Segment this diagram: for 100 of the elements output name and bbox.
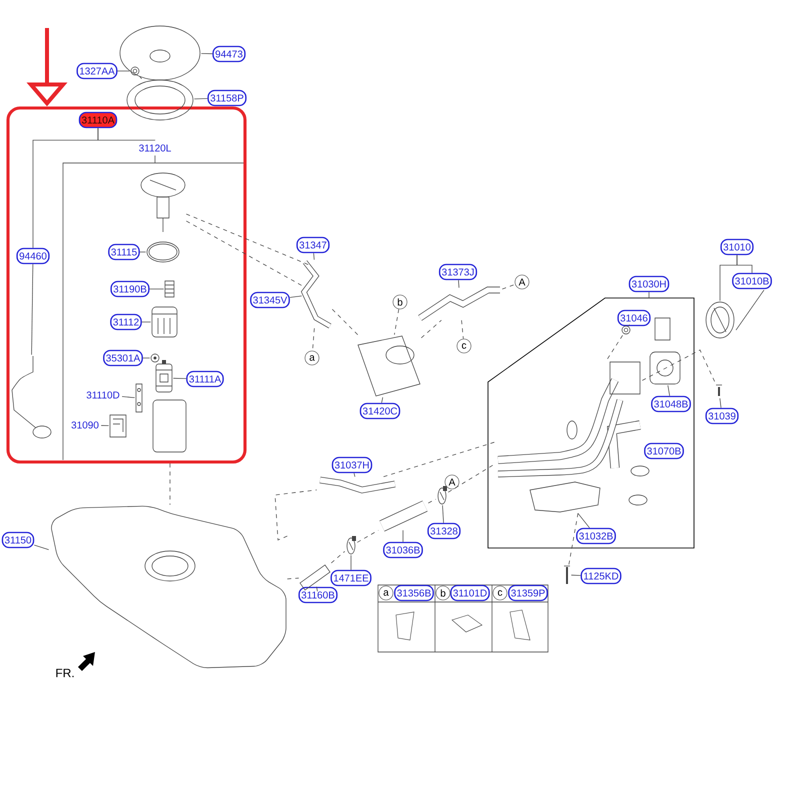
reference-letter: A — [514, 274, 530, 290]
part-number-callout: 31070B — [644, 442, 684, 460]
fuel-cap-drawing — [706, 302, 734, 338]
part-number-callout: 31048B — [651, 396, 691, 412]
leader-line — [442, 504, 444, 524]
leader-line — [316, 586, 318, 592]
leader-line — [461, 320, 464, 340]
screw-drawing — [716, 384, 722, 396]
reference-letter: b — [392, 294, 408, 310]
leader-line — [458, 280, 460, 288]
part-number-callout: 31345V — [250, 292, 290, 308]
part-number-callout: 1327AA — [76, 62, 118, 80]
part-number-callout: 31010 — [720, 238, 754, 256]
valve-drawing — [164, 280, 174, 298]
leader-line — [332, 308, 358, 336]
leader-line — [274, 490, 318, 540]
leader-line — [568, 512, 578, 566]
ring-drawing — [126, 80, 194, 120]
highlight-frame — [6, 106, 247, 464]
leader-line — [330, 551, 346, 564]
lid-drawing — [120, 26, 200, 80]
part-number-callout: 31032B — [576, 528, 616, 544]
part-number-callout: 31158P — [207, 90, 247, 106]
reference-letter: c — [456, 338, 472, 354]
leader-line — [313, 252, 315, 260]
part-number-callout: 31160B — [298, 586, 338, 604]
grommet-drawing — [622, 326, 630, 334]
leader-line — [350, 554, 352, 570]
part-number-callout: 31110A — [78, 112, 118, 128]
part-number-callout: 31030H — [628, 276, 670, 292]
pump-flange-drawing — [140, 172, 186, 232]
leader-line — [149, 288, 164, 290]
leader-line — [628, 324, 630, 326]
o-ring-drawing — [146, 242, 180, 262]
leader-line — [642, 350, 716, 384]
level-sender-drawing — [12, 356, 52, 438]
tether-drawing — [736, 290, 764, 330]
leader-line — [194, 98, 208, 100]
leader-line — [356, 530, 379, 543]
leader-line — [31, 264, 34, 356]
leader-line — [286, 578, 300, 580]
leader-line — [117, 70, 130, 72]
reference-letter: A — [444, 474, 460, 490]
leader-line — [502, 284, 516, 290]
part-number-callout: 94460 — [16, 248, 50, 264]
part-number-callout: 31037H — [332, 456, 372, 474]
part-number-callout: 1125KD — [580, 568, 622, 584]
part-number-callout: 31112 — [110, 314, 142, 330]
part-number-callout: 31115 — [108, 244, 140, 260]
part-number-callout: 31190B — [110, 280, 150, 298]
leader-line — [186, 214, 312, 266]
part-number-callout: 31150 — [2, 532, 34, 548]
leader-line — [290, 296, 302, 298]
fuel-pump-drawing — [156, 360, 172, 392]
part-number-callout: 31328 — [427, 522, 461, 540]
part-number-callout: 31046 — [617, 310, 651, 326]
hose-clamp-drawing — [438, 486, 447, 504]
part-number-callout: 94473 — [212, 46, 246, 62]
part-number-callout: 31111A — [186, 370, 224, 388]
leader-line — [720, 254, 738, 302]
gasket-drawing — [650, 352, 680, 384]
leader-line — [570, 574, 581, 576]
bolt-drawing — [564, 566, 570, 584]
part-number-callout: 31036B — [383, 542, 423, 558]
assembly-outline — [488, 298, 694, 548]
part-number-callout: 35301A — [103, 350, 143, 366]
protector-drawing — [530, 482, 600, 512]
leader-line — [720, 398, 722, 408]
part-number-callout: 31420C — [360, 402, 400, 420]
part-number: 31110D — [84, 388, 122, 402]
leader-line — [186, 220, 302, 286]
breather-hose-drawing — [418, 286, 500, 321]
leader-line — [139, 76, 142, 80]
canister-drawing — [358, 336, 420, 396]
leader-line — [34, 544, 50, 550]
filler-neck-drawing — [498, 362, 640, 478]
guard-drawing — [607, 420, 641, 468]
leader-line — [172, 378, 187, 379]
filler-hose-drawing — [379, 500, 428, 532]
fuel-tank-drawing — [51, 506, 286, 668]
reference-letter: c — [492, 586, 508, 600]
part-number: 31120L — [136, 140, 174, 156]
part-number: 31090 — [69, 418, 101, 432]
leader-line — [578, 512, 590, 528]
clip-drawing — [150, 354, 160, 362]
reference-letter: b — [436, 586, 450, 600]
part-number-callout: 31039 — [705, 408, 739, 424]
reference-letter: a — [378, 586, 394, 600]
leader-line — [100, 425, 110, 426]
leader-line — [668, 384, 670, 396]
leader-line — [402, 530, 404, 542]
part-number-callout: 31347 — [296, 236, 330, 254]
leader-line — [354, 472, 356, 478]
sensor-drawing — [110, 414, 126, 438]
reference-letter: a — [304, 350, 320, 366]
hose-clamp-drawing — [346, 536, 356, 554]
part-number-callout: 31373J — [438, 264, 478, 280]
part-number-callout: 1471EE — [330, 570, 372, 586]
leader-line — [420, 320, 442, 338]
feed-hose-drawing — [320, 476, 396, 494]
